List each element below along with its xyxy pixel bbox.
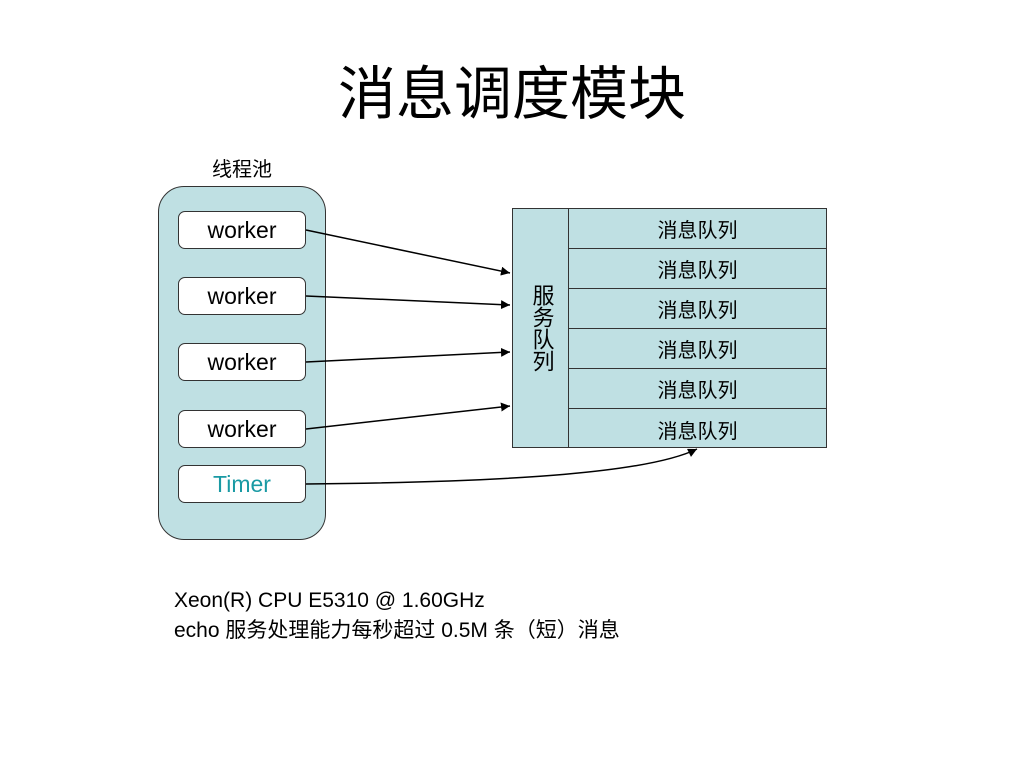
arrow-worker-2 xyxy=(305,295,511,310)
cpu-info-line-2: echo 服务处理能力每秒超过 0.5M 条（短）消息 xyxy=(174,619,620,642)
message-queue-5: 消息队列 xyxy=(569,369,826,409)
worker-box-2: worker xyxy=(178,277,306,315)
arrow-worker-1 xyxy=(305,229,511,276)
worker-box-1: worker xyxy=(178,211,306,249)
message-queue-3: 消息队列 xyxy=(569,289,826,329)
message-queue-1: 消息队列 xyxy=(569,209,826,249)
message-queue-2: 消息队列 xyxy=(569,249,826,289)
message-queue-stack: 消息队列 消息队列 消息队列 消息队列 消息队列 消息队列 xyxy=(568,208,827,448)
arrow-worker-3 xyxy=(305,347,511,363)
worker-box-3: worker xyxy=(178,343,306,381)
message-queue-6: 消息队列 xyxy=(657,418,738,443)
worker-box-4: worker xyxy=(178,410,306,448)
thread-pool-label: 线程池 xyxy=(212,157,272,181)
arrow-timer xyxy=(305,448,698,485)
page-title: 消息调度模块 xyxy=(337,60,686,128)
arrow-worker-4 xyxy=(305,402,511,430)
cpu-info-text: Xeon(R) CPU E5310 @ 1.60GHz echo 服务处理能力每… xyxy=(174,586,620,646)
cpu-info-line-1: Xeon(R) CPU E5310 @ 1.60GHz xyxy=(174,589,485,612)
timer-box: Timer xyxy=(178,465,306,503)
message-queue-4: 消息队列 xyxy=(569,329,826,369)
